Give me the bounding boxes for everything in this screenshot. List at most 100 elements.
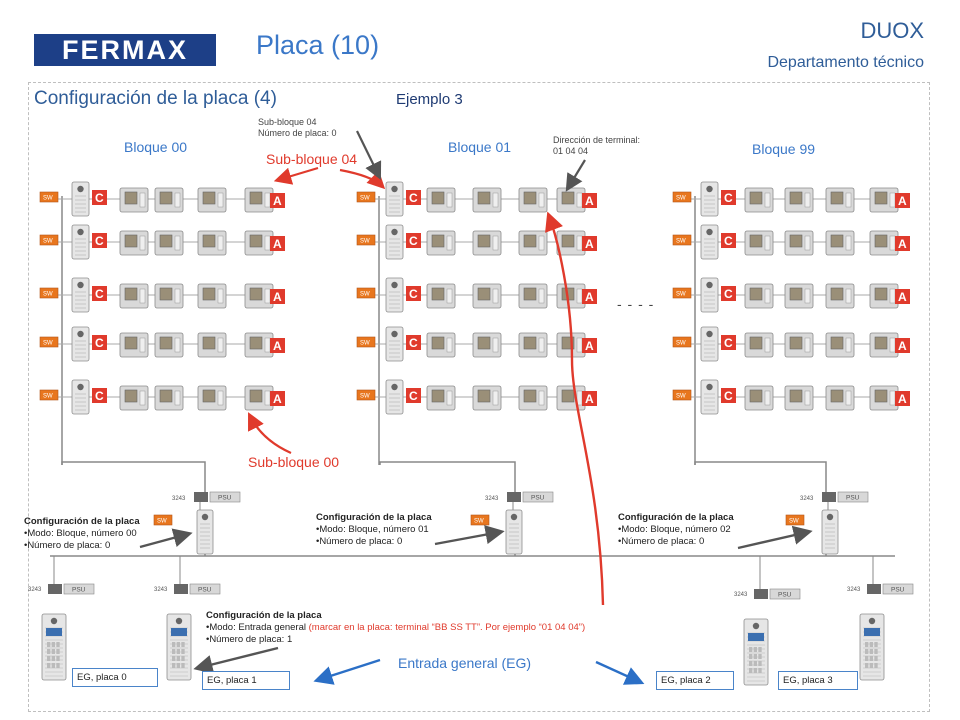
panel-camera	[391, 185, 398, 193]
ref-text: 3243	[172, 496, 186, 502]
panel-camera	[77, 228, 84, 236]
monitor-handset	[139, 235, 146, 251]
psu-box	[63, 583, 95, 595]
door-panel	[700, 326, 719, 362]
monitor	[518, 283, 548, 309]
monitor	[197, 283, 227, 309]
monitor-handset	[764, 337, 771, 353]
marker-a: A	[270, 289, 285, 304]
panel-body	[385, 379, 404, 415]
door-panel	[71, 181, 90, 217]
door-panel	[700, 277, 719, 313]
monitor-handset	[446, 337, 453, 353]
monitor-screen	[249, 389, 263, 403]
monitor-handset	[264, 192, 271, 208]
monitor-screen	[249, 191, 263, 205]
panel-body	[385, 326, 404, 362]
panel-key	[758, 668, 762, 673]
department-label: Departamento técnico	[767, 54, 924, 71]
marker-c: C	[721, 335, 736, 350]
monitor	[119, 332, 149, 358]
door-panel	[700, 181, 719, 217]
monitor	[197, 187, 227, 213]
marker-text: A	[273, 339, 282, 353]
sw-text: SW	[676, 196, 686, 202]
arrow-subblock04-left	[273, 166, 319, 185]
monitor-handset	[538, 337, 545, 353]
panel-key	[181, 642, 185, 647]
sw-box: SW	[672, 234, 692, 246]
sw-text: SW	[474, 519, 484, 525]
door-panel	[385, 326, 404, 362]
panel-key	[56, 649, 60, 654]
monitor-handset	[492, 192, 499, 208]
monitor-screen	[830, 234, 844, 248]
panel-key	[176, 663, 180, 668]
sw-box: SW	[39, 389, 59, 401]
marker-text: A	[273, 237, 282, 251]
monitor	[784, 187, 814, 213]
psu-small	[174, 584, 188, 594]
panel-key	[181, 663, 185, 668]
monitor-handset	[217, 337, 224, 353]
sw-rect	[672, 191, 692, 203]
marker-rect	[270, 338, 285, 353]
config-block-01-number: •Número de placa: 0	[316, 536, 403, 547]
panel-camera	[77, 330, 84, 338]
psu-text: PSU	[778, 592, 792, 599]
marker-a: A	[895, 289, 910, 304]
marker-text: A	[585, 290, 594, 304]
monitor-screen	[124, 287, 138, 301]
monitor-screen	[830, 389, 844, 403]
sw-rect	[39, 287, 59, 299]
door-panel	[700, 379, 719, 415]
door-panel	[71, 224, 90, 260]
sw-text: SW	[676, 394, 686, 400]
door-panel	[196, 509, 214, 555]
monitor	[472, 230, 502, 256]
sw-box: SW	[39, 336, 59, 348]
panel-camera	[391, 383, 398, 391]
sw-rect	[470, 514, 490, 526]
brand-label: DUOX	[860, 18, 924, 43]
marker-c: C	[92, 286, 107, 301]
monitor-handset	[889, 337, 896, 353]
monitor-screen	[159, 336, 173, 350]
psu-box	[769, 588, 801, 600]
marker-text: C	[724, 336, 733, 350]
marker-text: A	[898, 339, 907, 353]
section-title: Configuración de la placa (4)	[34, 88, 277, 109]
psu-box	[189, 583, 221, 595]
config-block-00: Configuración de la placa •Modo: Bloque,…	[24, 516, 140, 552]
monitor-handset	[217, 192, 224, 208]
config-eg-mode-note: (marcar en la placa: terminal “BB SS TT”…	[308, 622, 586, 633]
sw-box: SW	[39, 287, 59, 299]
monitor	[744, 385, 774, 411]
monitor	[197, 385, 227, 411]
arrow-eg-right	[595, 660, 645, 685]
monitor-screen	[789, 389, 803, 403]
monitor-screen	[561, 191, 575, 205]
monitor	[472, 187, 502, 213]
panel-key	[758, 647, 762, 652]
example-label: Ejemplo 3	[396, 91, 463, 108]
panel-key	[869, 663, 873, 668]
marker-text: A	[273, 392, 282, 406]
panel-body	[71, 277, 90, 313]
monitor	[244, 385, 274, 411]
monitor-handset	[845, 192, 852, 208]
monitor-screen	[124, 389, 138, 403]
subblock-note: Sub-bloque 04 Número de placa: 0	[258, 117, 337, 139]
monitor	[556, 187, 586, 213]
monitor	[197, 230, 227, 256]
monitor	[784, 283, 814, 309]
marker-a: A	[582, 338, 597, 353]
